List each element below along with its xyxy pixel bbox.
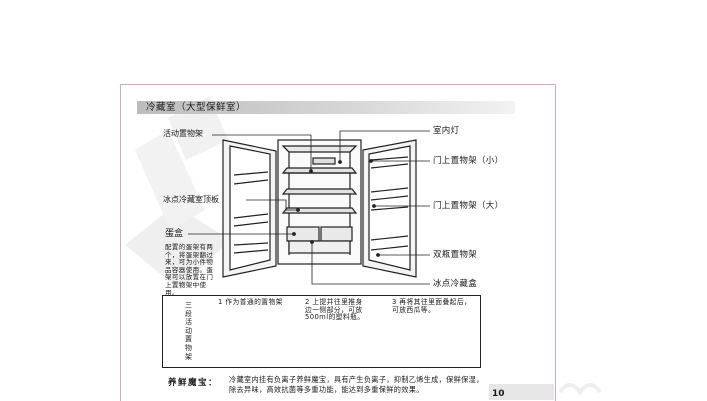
section-header-bar <box>137 101 515 114</box>
note-line: 架可以放置在门 <box>165 273 214 282</box>
note-line: 个，将蛋架翻过 <box>165 250 214 259</box>
label-ice-chill-box: 冰点冷藏盒 <box>433 279 478 289</box>
vertical-char: 动 <box>185 326 192 335</box>
step-line: 1 作为普通的置物架 <box>218 298 283 306</box>
vertical-char: 段 <box>185 309 192 318</box>
page-number: 10 <box>492 389 505 399</box>
label-door-shelf-small: 门上置物架（小） <box>433 156 504 166</box>
label-movable-shelf: 活动置物架 <box>163 129 203 138</box>
note-line: 品容器使用。蛋 <box>165 265 214 274</box>
label-interior-light: 室内灯 <box>433 126 460 136</box>
note-line: 上置物架中使用。 <box>165 280 207 297</box>
step-line: 3 再将其往里面叠起后， <box>392 298 472 306</box>
step-2-text: 2 上提并往里推身 边一侧部分，可放 500ml的塑料瓶。 <box>305 298 365 322</box>
label-egg-box: 蛋盒 <box>165 229 184 239</box>
vertical-char: 物 <box>185 343 192 352</box>
egg-rack-note: 配置的蛋架有两 个，将蛋架翻过 来，可为小件物 品容器使用。蛋 架可以放置在门 … <box>165 243 217 297</box>
vertical-char: 架 <box>185 352 192 361</box>
step-3-text: 3 再将其往里面叠起后， 可放西瓜等。 <box>392 298 472 314</box>
step-line: 边一侧部分，可放 <box>305 305 363 314</box>
description-line: 除去异味，高效抗菌等多重功能，能达到多重保鲜的效果。 <box>229 385 424 394</box>
description-line: 冷藏室内挂有负离子养鲜魔宝，具有产生负离子，抑制乙烯生成，保鲜保湿， <box>229 375 484 384</box>
note-line: 配置的蛋架有两 <box>165 243 214 251</box>
label-double-bottle-shelf: 双瓶置物架 <box>433 250 478 260</box>
step-line: 500ml的塑料瓶。 <box>305 313 365 322</box>
label-door-shelf-large: 门上置物架（大） <box>433 201 504 211</box>
panel-vertical-title: 三 段 活 动 置 物 架 <box>184 301 193 361</box>
label-ice-chill-top-plate: 冰点冷藏室顶板 <box>163 195 219 204</box>
page-number-box <box>489 384 554 400</box>
vertical-char: 活 <box>185 318 192 327</box>
freshness-heading: 养鲜魔宝： <box>168 378 219 388</box>
step-line: 2 上提并往里推身 <box>305 298 363 306</box>
freshness-description: 冷藏室内挂有负离子养鲜魔宝，具有产生负离子，抑制乙烯生成，保鲜保湿， 除去异味，… <box>229 375 489 395</box>
page-frame <box>120 84 556 401</box>
step-line: 可放西瓜等。 <box>392 305 436 314</box>
shelf-usage-panel <box>162 295 481 368</box>
vertical-char: 三 <box>185 301 192 309</box>
vertical-char: 置 <box>185 335 192 344</box>
note-line: 来，可为小件物 <box>165 258 214 267</box>
section-title: 冷藏室（大型保鲜室） <box>146 102 247 113</box>
step-1-text: 1 作为普通的置物架 <box>218 298 283 307</box>
